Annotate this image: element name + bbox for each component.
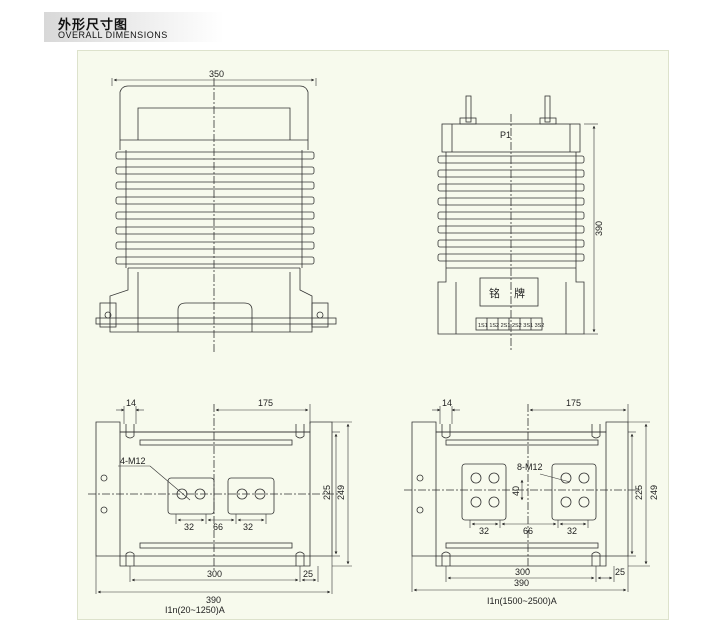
dim-25-left: 25 bbox=[303, 569, 313, 579]
dim-390-left: 390 bbox=[206, 595, 221, 605]
front-fins bbox=[115, 151, 315, 265]
caption-right: I1n(1500~2500)A bbox=[487, 596, 557, 606]
dim-300-left: 300 bbox=[207, 569, 222, 579]
dim-225-left: 225 bbox=[322, 485, 332, 500]
dim-225-right: 225 bbox=[634, 485, 644, 500]
terminal-label-p1: P1 bbox=[500, 130, 511, 140]
dim-350: 350 bbox=[209, 69, 224, 79]
dim-390-right: 390 bbox=[514, 578, 529, 588]
dim-40-right: 40 bbox=[511, 486, 521, 496]
plan-view-right bbox=[404, 404, 650, 592]
dim-390-height: 390 bbox=[594, 221, 604, 236]
dim-66-left: 66 bbox=[213, 522, 223, 532]
plan-view-left bbox=[88, 404, 352, 594]
nameplate-char-1: 铭 bbox=[489, 286, 500, 300]
dim-32b-left: 32 bbox=[243, 522, 253, 532]
caption-left: I1n(20~1250)A bbox=[165, 605, 225, 615]
dim-249-right: 249 bbox=[649, 485, 659, 500]
dim-175-right: 175 bbox=[566, 398, 581, 408]
dim-14-left: 14 bbox=[126, 398, 136, 408]
nameplate-char-2: 牌 bbox=[514, 286, 525, 300]
title-english: OVERALL DIMENSIONS bbox=[58, 30, 168, 40]
dim-175-left: 175 bbox=[258, 398, 273, 408]
dim-32a-right: 32 bbox=[479, 526, 489, 536]
front-view bbox=[95, 78, 337, 352]
dim-14-right: 14 bbox=[442, 398, 452, 408]
header: 外形尺寸图 OVERALL DIMENSIONS bbox=[0, 0, 720, 44]
bolt-label-left: 4-M12 bbox=[120, 456, 146, 466]
title-chinese: 外形尺寸图 bbox=[58, 17, 129, 32]
dim-32a-left: 32 bbox=[184, 522, 194, 532]
dim-300-right: 300 bbox=[515, 567, 530, 577]
side-view bbox=[437, 95, 598, 352]
dim-32b-right: 32 bbox=[567, 526, 577, 536]
dim-25-right: 25 bbox=[615, 567, 625, 577]
header-band bbox=[44, 12, 224, 42]
dim-66-right: 66 bbox=[523, 526, 533, 536]
bolt-label-right: 8-M12 bbox=[517, 462, 543, 472]
terminal-labels: 1S1 1S2 2S1 2S2 3S1 3S2 bbox=[478, 323, 544, 329]
dim-249-left: 249 bbox=[336, 485, 346, 500]
